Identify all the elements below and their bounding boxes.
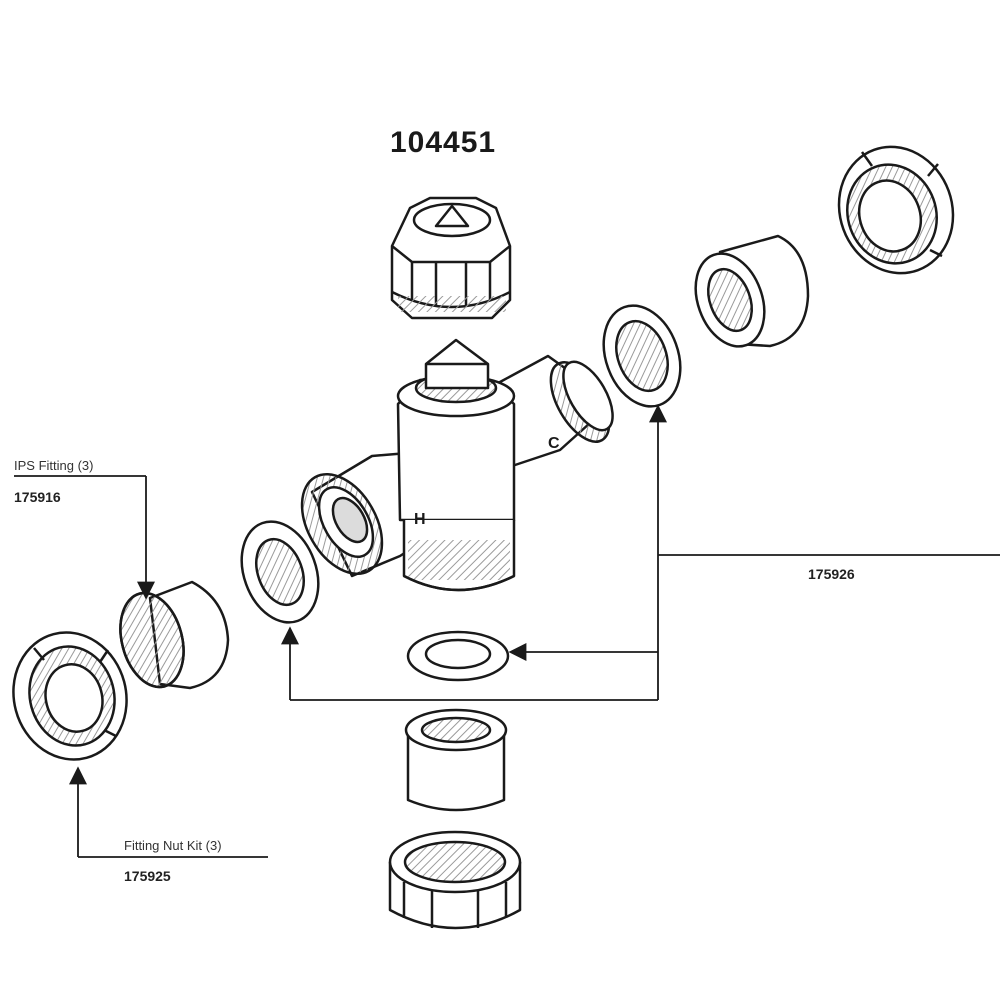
right-ips-fitting — [694, 234, 810, 348]
diagram-title: 104451 — [390, 126, 497, 159]
left-fitting-nut — [12, 631, 128, 761]
right-fitting-nut — [837, 145, 955, 275]
mixing-valve-body: C H — [300, 338, 614, 592]
left-ips-fitting — [119, 580, 230, 690]
callout-leaders — [14, 404, 1000, 858]
cold-port-letter: C — [548, 435, 560, 452]
fitting-nut-kit-label: Fitting Nut Kit (3) — [124, 838, 222, 853]
hot-port-letter: H — [414, 511, 426, 528]
bottom-ips-fitting — [404, 708, 508, 812]
valve-cap — [390, 196, 512, 320]
fitting-nut-kit-number: 175925 — [124, 868, 171, 884]
bottom-washer — [406, 630, 510, 682]
ips-fitting-number: 175916 — [14, 489, 61, 505]
bottom-fitting-nut — [388, 830, 522, 930]
left-washer — [240, 520, 320, 624]
washer-kit-number: 175926 — [808, 566, 855, 582]
ips-fitting-label: IPS Fitting (3) — [14, 458, 94, 473]
